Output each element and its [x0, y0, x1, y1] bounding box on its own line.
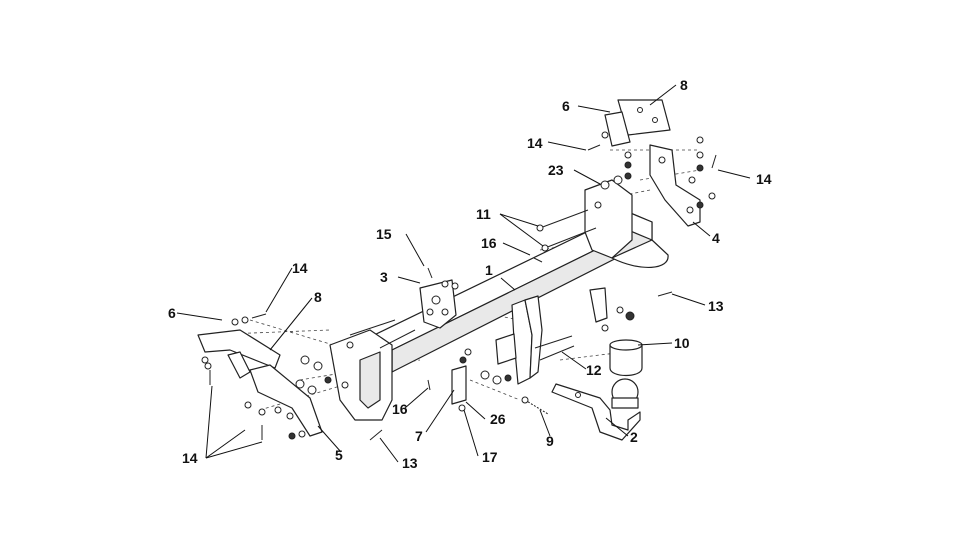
callout-part-14-right: 14: [756, 171, 772, 187]
callout-part-16-top: 16: [481, 235, 497, 251]
callout-part-3: 3: [380, 269, 388, 285]
callout-part-13-bottom: 13: [402, 455, 418, 471]
left-brackets: [197, 329, 323, 437]
callout-part-4: 4: [712, 230, 720, 246]
leader-lines: [176, 84, 751, 463]
tow-ball-neck: [551, 378, 641, 441]
right-mounting-bracket: [649, 144, 701, 227]
callout-part-14-left: 14: [292, 260, 308, 276]
callout-part-5: 5: [335, 447, 343, 463]
top-right-brackets: [604, 99, 671, 147]
washer-nut-set: [201, 131, 716, 440]
callout-part-7: 7: [415, 428, 423, 444]
bolt-set: [209, 144, 717, 441]
ball-cap: [609, 339, 643, 377]
callout-part-12: 12: [586, 362, 602, 378]
callout-part-8-top: 8: [680, 77, 688, 93]
center-brackets: [495, 295, 543, 385]
callout-part-23: 23: [548, 162, 564, 178]
callout-part-6-left: 6: [168, 305, 176, 321]
callout-labels: 1 2 3 4 5 6 6 7 8 8 9 10 11 12 13 13 14 …: [168, 77, 772, 471]
callout-part-10: 10: [674, 335, 690, 351]
callout-part-6-top: 6: [562, 98, 570, 114]
callout-part-15: 15: [376, 226, 392, 242]
callout-part-11: 11: [476, 206, 491, 222]
callout-part-17: 17: [482, 449, 498, 465]
callout-part-16-bottom: 16: [392, 401, 408, 417]
spring-pin: [521, 396, 549, 415]
callout-part-8-left: 8: [314, 289, 322, 305]
callout-part-13-right: 13: [708, 298, 724, 314]
callout-part-26: 26: [490, 411, 506, 427]
left-side-plate: [329, 329, 393, 421]
callout-part-1: 1: [485, 262, 493, 278]
callout-part-14-bottom: 14: [182, 450, 198, 466]
callout-part-14-top: 14: [527, 135, 543, 151]
callout-part-9: 9: [546, 433, 554, 449]
callout-part-2: 2: [630, 429, 638, 445]
